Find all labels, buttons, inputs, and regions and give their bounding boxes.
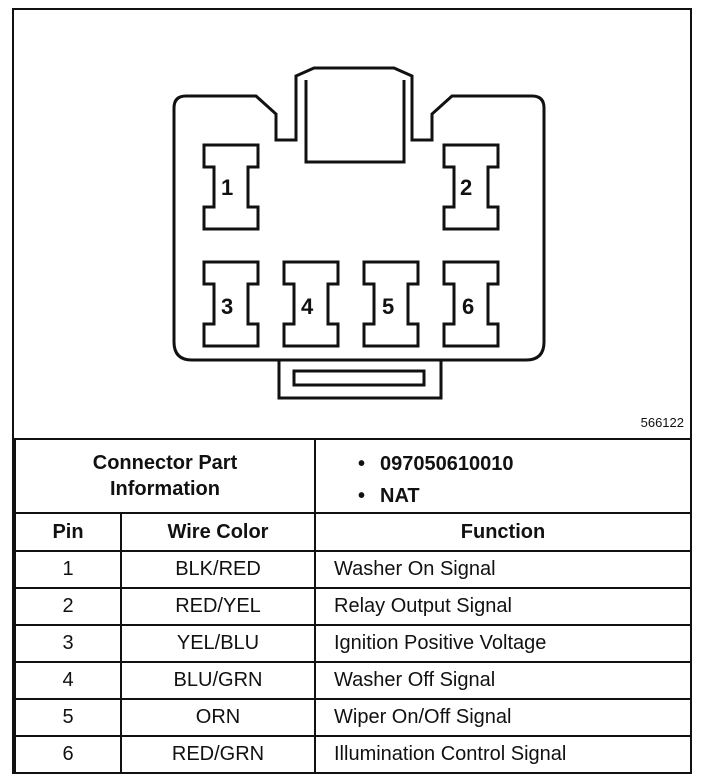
pin-cell: 1 <box>14 550 122 589</box>
terminal-cavity-6 <box>442 260 500 348</box>
connector-key-inner <box>304 80 406 164</box>
connector-info-frame: 1 2 3 4 5 6 566122 Connector Part Inform… <box>12 8 692 774</box>
table-row: 6 RED/GRN Illumination Control Signal <box>14 735 692 774</box>
pin-cell: 6 <box>14 735 122 774</box>
wire-color-cell: RED/YEL <box>120 587 316 626</box>
table-row: 4 BLU/GRN Washer Off Signal <box>14 661 692 700</box>
wire-color-cell: BLK/RED <box>120 550 316 589</box>
terminal-cavities <box>202 143 500 348</box>
table-row: 2 RED/YEL Relay Output Signal <box>14 587 692 626</box>
function-cell: Wiper On/Off Signal <box>314 698 692 737</box>
terminal-cavity-3 <box>202 260 260 348</box>
table-row: 5 ORN Wiper On/Off Signal <box>14 698 692 737</box>
part-color-item: •NAT <box>358 485 420 507</box>
pin-header: Pin <box>14 512 122 552</box>
terminal-cavity-2 <box>442 143 500 231</box>
connector-latch <box>277 358 443 400</box>
terminal-cavity-5 <box>362 260 420 348</box>
function-cell: Washer On Signal <box>314 550 692 589</box>
wire-color-cell: BLU/GRN <box>120 661 316 700</box>
wire-color-cell: RED/GRN <box>120 735 316 774</box>
table-header-row: Pin Wire Color Function <box>14 512 692 552</box>
figure-id: 566122 <box>640 415 684 430</box>
pin-label-6: 6 <box>462 294 475 319</box>
function-header: Function <box>314 512 692 552</box>
terminal-cavity-4 <box>282 260 340 348</box>
pin-label-1: 1 <box>221 175 234 200</box>
pin-cell: 2 <box>14 587 122 626</box>
pin-label-5: 5 <box>382 294 395 319</box>
pin-cell: 3 <box>14 624 122 663</box>
table-row: 3 YEL/BLU Ignition Positive Voltage <box>14 624 692 663</box>
function-cell: Relay Output Signal <box>314 587 692 626</box>
connector-body-outline <box>172 66 546 362</box>
part-number-item: •097050610010 <box>358 453 514 475</box>
wire-color-cell: ORN <box>120 698 316 737</box>
connector-diagram: 1 2 3 4 5 6 566122 <box>14 10 694 438</box>
wire-color-cell: YEL/BLU <box>120 624 316 663</box>
terminal-cavity-1 <box>202 143 260 231</box>
function-cell: Washer Off Signal <box>314 661 692 700</box>
connector-face-drawing <box>172 66 546 400</box>
part-info-label: Connector Part Information <box>14 438 316 514</box>
pin-cell: 4 <box>14 661 122 700</box>
function-cell: Ignition Positive Voltage <box>314 624 692 663</box>
part-info-list: •097050610010 •NAT <box>314 438 692 514</box>
part-info-row: Connector Part Information •097050610010… <box>14 438 692 514</box>
pin-assignment-table: Connector Part Information •097050610010… <box>14 438 692 774</box>
pin-label-3: 3 <box>221 294 234 319</box>
wire-color-header: Wire Color <box>120 512 316 552</box>
pin-label-4: 4 <box>301 294 314 319</box>
pin-cell: 5 <box>14 698 122 737</box>
pin-label-2: 2 <box>460 175 473 200</box>
function-cell: Illumination Control Signal <box>314 735 692 774</box>
connector-latch-slot <box>292 369 426 387</box>
table-row: 1 BLK/RED Washer On Signal <box>14 550 692 589</box>
